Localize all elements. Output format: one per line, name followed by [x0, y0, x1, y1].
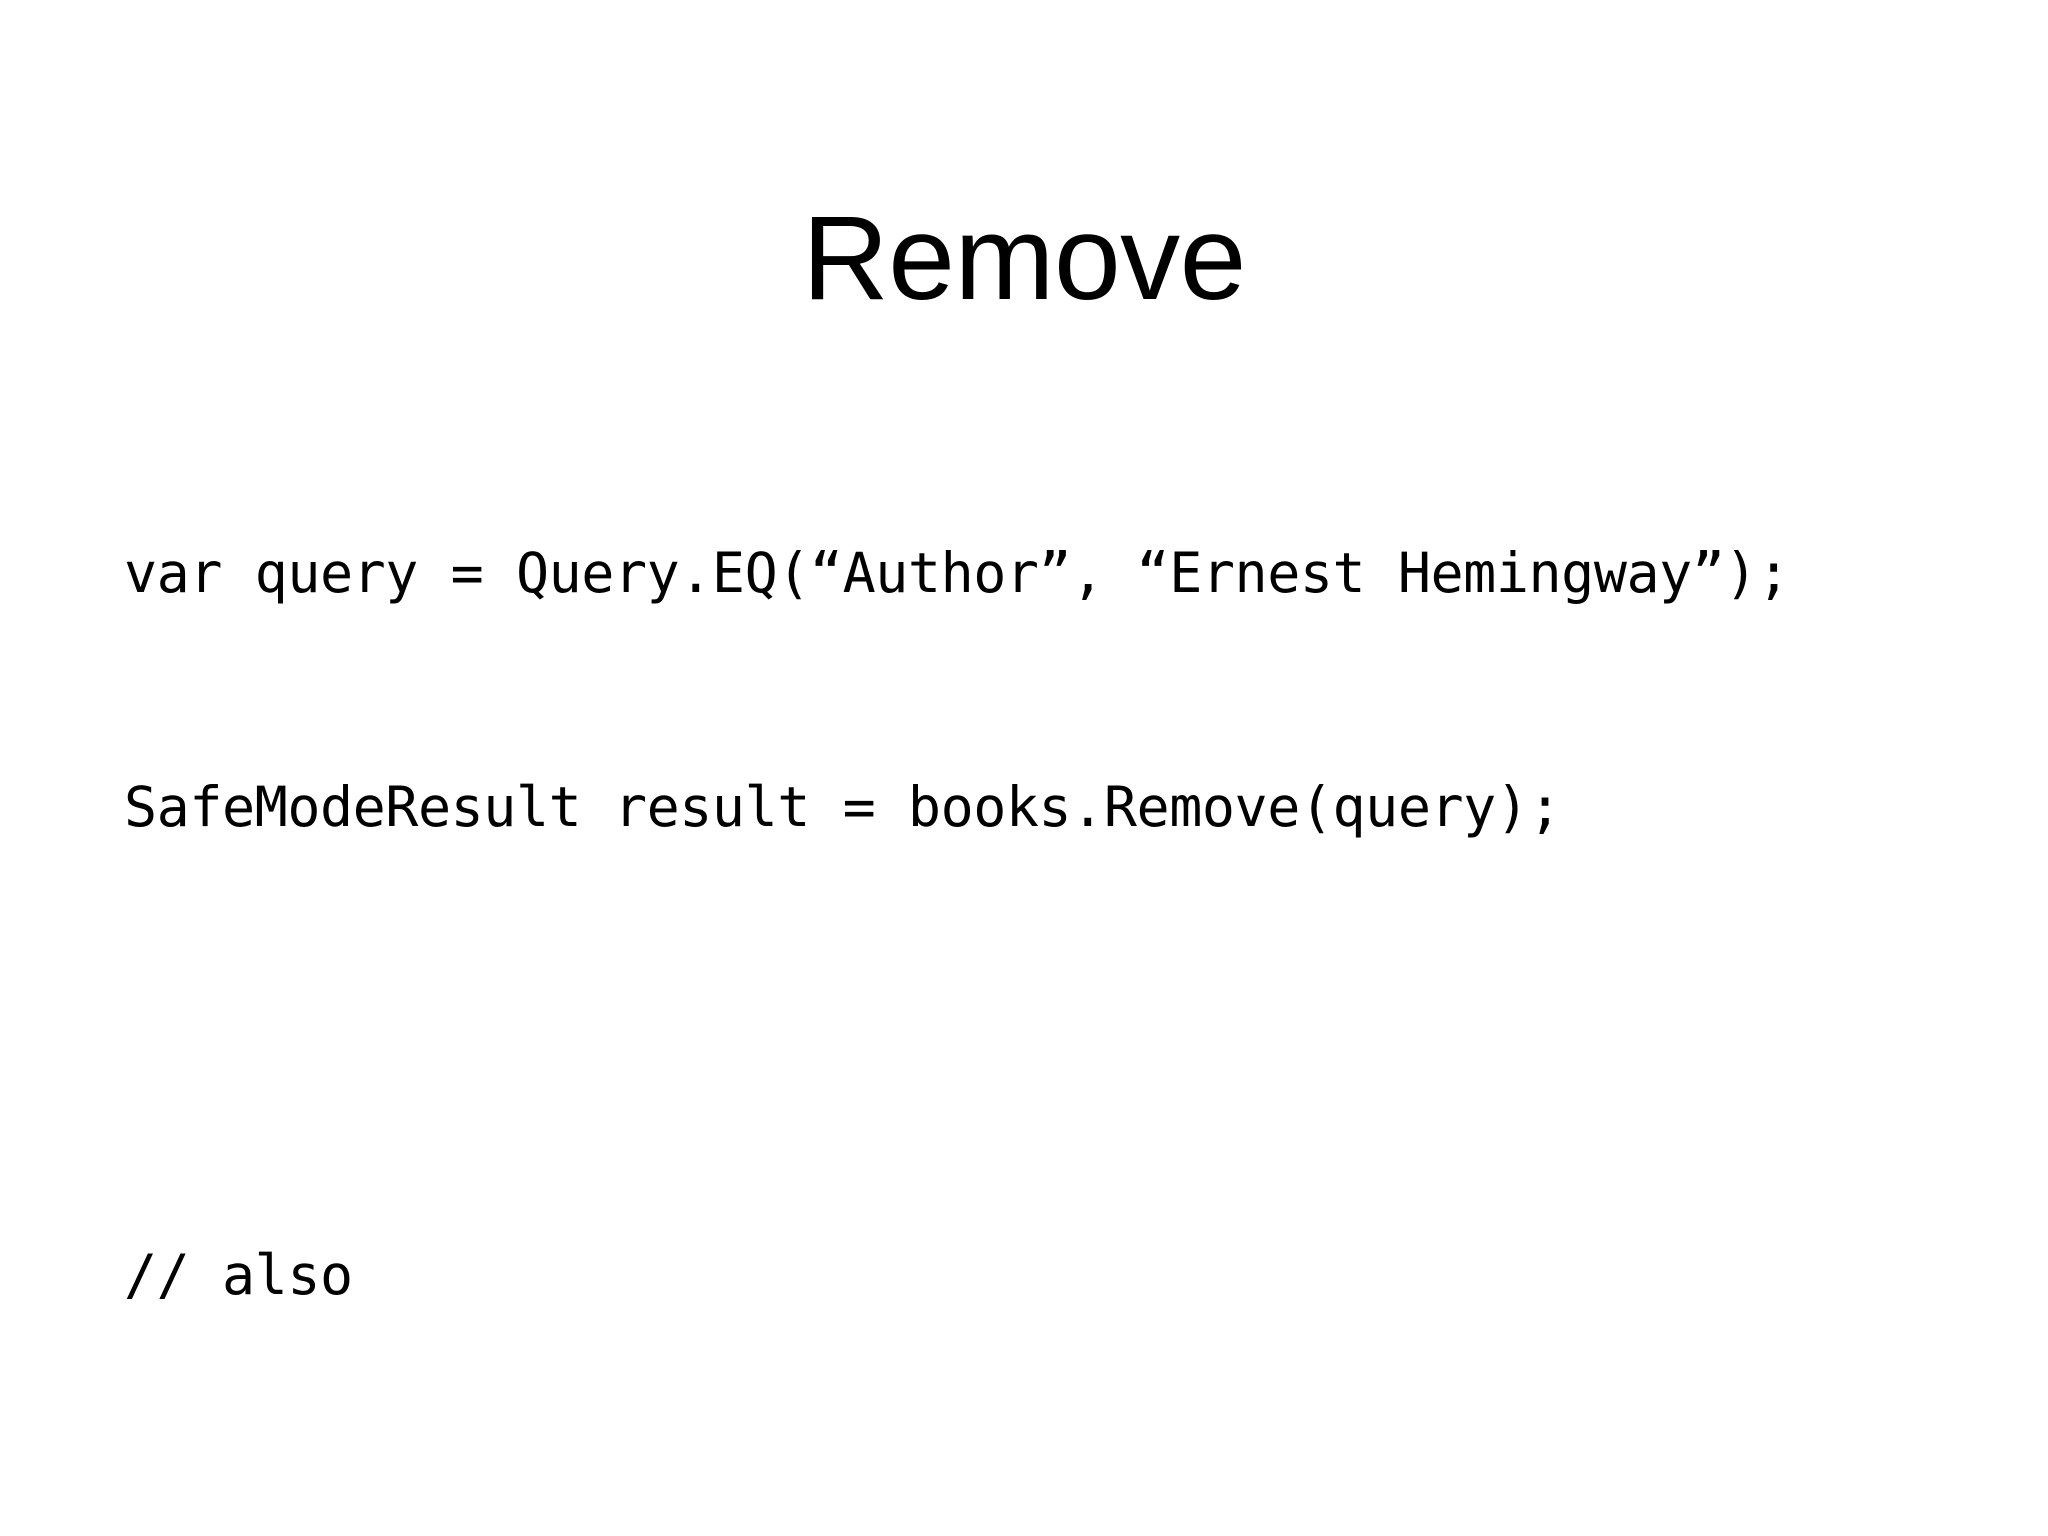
- code-line-2: SafeModeResult result = books.Remove(que…: [124, 775, 1562, 839]
- code-block: var query = Query.EQ(“Author”, “Ernest H…: [124, 378, 1954, 1536]
- code-line-3-blank: [124, 1002, 1954, 1080]
- code-line-5-blank: [124, 1470, 1954, 1536]
- code-line-4-comment: // also: [124, 1243, 353, 1307]
- page-title: Remove: [802, 191, 1246, 326]
- code-line-1: var query = Query.EQ(“Author”, “Ernest H…: [124, 541, 1790, 605]
